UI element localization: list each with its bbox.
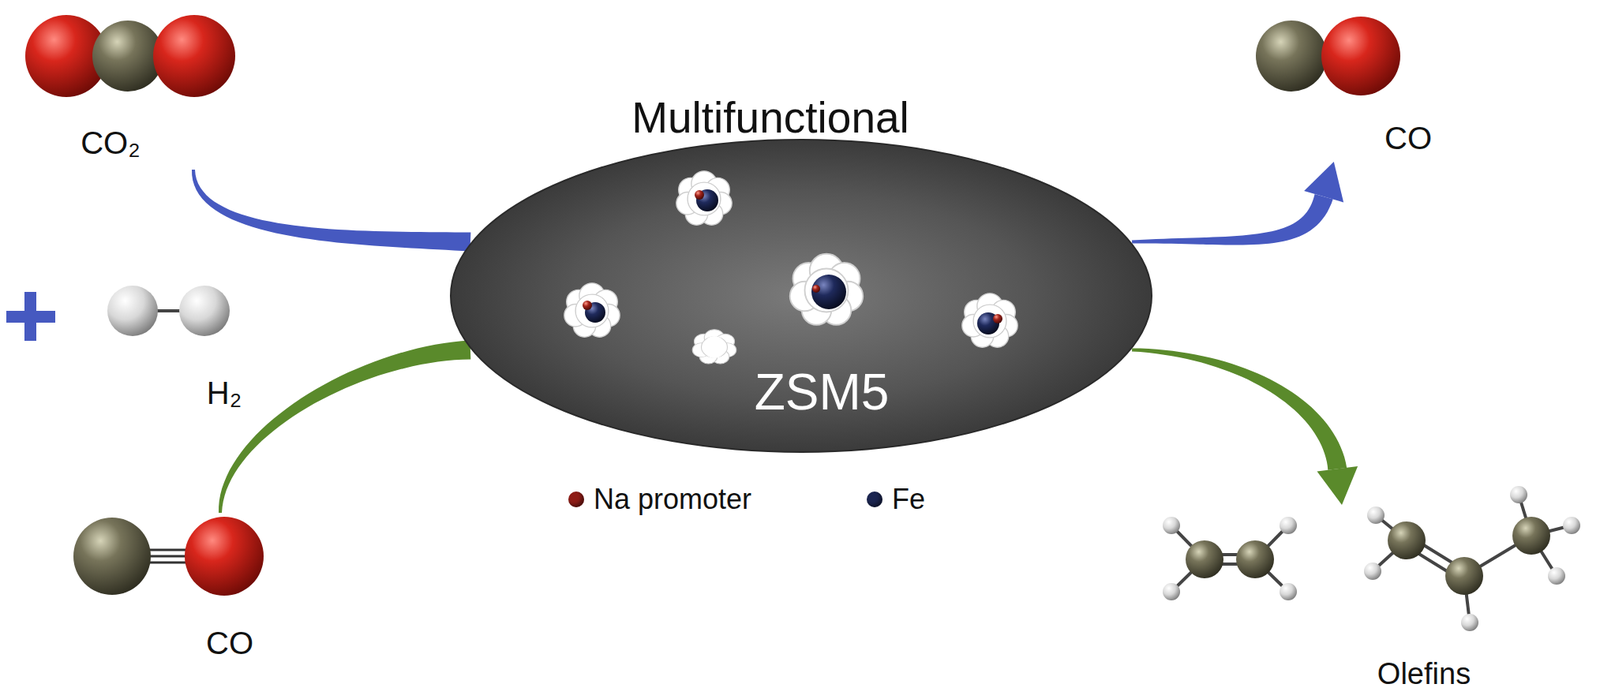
molecule-label: CO <box>1384 119 1432 157</box>
ethylene-molecule <box>1162 517 1297 601</box>
plus-sign <box>6 292 56 341</box>
molecule-node: CO₂ <box>11 11 210 170</box>
process-arrow <box>1131 161 1344 246</box>
molecule-node: CO <box>1310 11 1507 162</box>
arrow-band <box>1131 194 1334 246</box>
catalyst-label: ZSM5 <box>754 363 890 423</box>
process-arrow <box>1131 348 1358 506</box>
molecule-node: Olefins <box>1262 505 1586 697</box>
legend-item: Fe <box>866 483 926 517</box>
process-arrow <box>218 340 471 514</box>
product-label: Olefins <box>1377 657 1471 693</box>
molecule-label: H₂ <box>206 374 242 412</box>
co2-molecule <box>25 14 236 98</box>
co-molecule <box>73 517 264 596</box>
h2-molecule <box>107 285 230 337</box>
process-arrow <box>191 169 471 252</box>
molecule-node: H₂ <box>121 280 327 411</box>
arrow-head <box>1303 161 1344 203</box>
arrow-band <box>218 340 471 514</box>
legend-item: Na promoter <box>568 483 752 517</box>
molecule-node: CO <box>134 513 325 660</box>
legend-text: Na promoter <box>593 483 752 517</box>
arrow-head <box>1317 466 1359 506</box>
molecule-label: CO₂ <box>80 124 141 162</box>
co-molecule <box>1255 16 1401 96</box>
legend-text: Fe <box>891 483 926 517</box>
legend-swatch <box>866 491 883 508</box>
catalyst-heading: Multifunctional <box>631 93 910 143</box>
molecule-label: CO <box>206 625 254 662</box>
catalyst-ellipse: MultifunctionalZSM5 <box>449 78 1154 454</box>
arrow-band <box>191 169 471 252</box>
arrow-band <box>1131 348 1347 470</box>
propene-molecule <box>1363 486 1581 632</box>
legend-swatch <box>568 491 585 508</box>
